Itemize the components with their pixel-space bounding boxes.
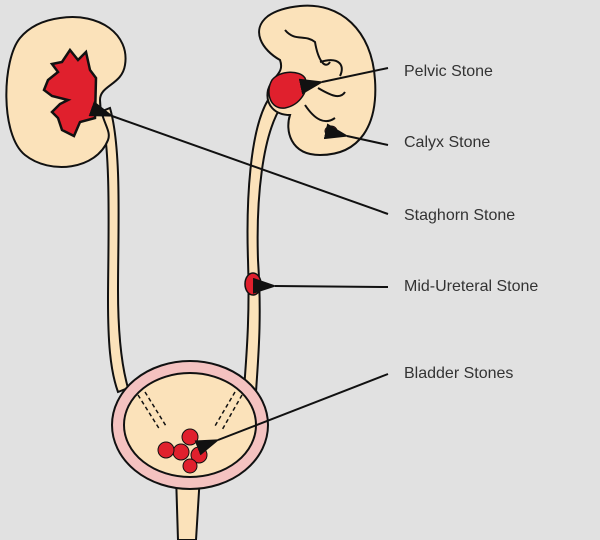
staghorn-arrow — [88, 101, 389, 215]
pelvic-arrow — [298, 67, 389, 95]
label-pelvic-stone: Pelvic Stone — [404, 63, 493, 80]
bladder-arrow — [194, 373, 389, 456]
left-ureter — [98, 106, 130, 394]
mid-ureteral-arrow — [252, 277, 389, 294]
label-bladder-stones: Bladder Stones — [404, 365, 513, 382]
label-staghorn-stone: Staghorn Stone — [404, 207, 515, 224]
calyces — [284, 29, 346, 123]
calyx-arrow — [323, 123, 389, 146]
label-mid-ureteral-stone: Mid-Ureteral Stone — [404, 278, 538, 295]
pelvic-stone — [268, 71, 307, 109]
staghorn-stone — [42, 47, 98, 138]
label-calyx-stone: Calyx Stone — [404, 134, 490, 151]
right-ureter — [242, 98, 284, 394]
mid-ureteral-stone — [244, 272, 262, 296]
calyx-stone — [324, 125, 338, 137]
